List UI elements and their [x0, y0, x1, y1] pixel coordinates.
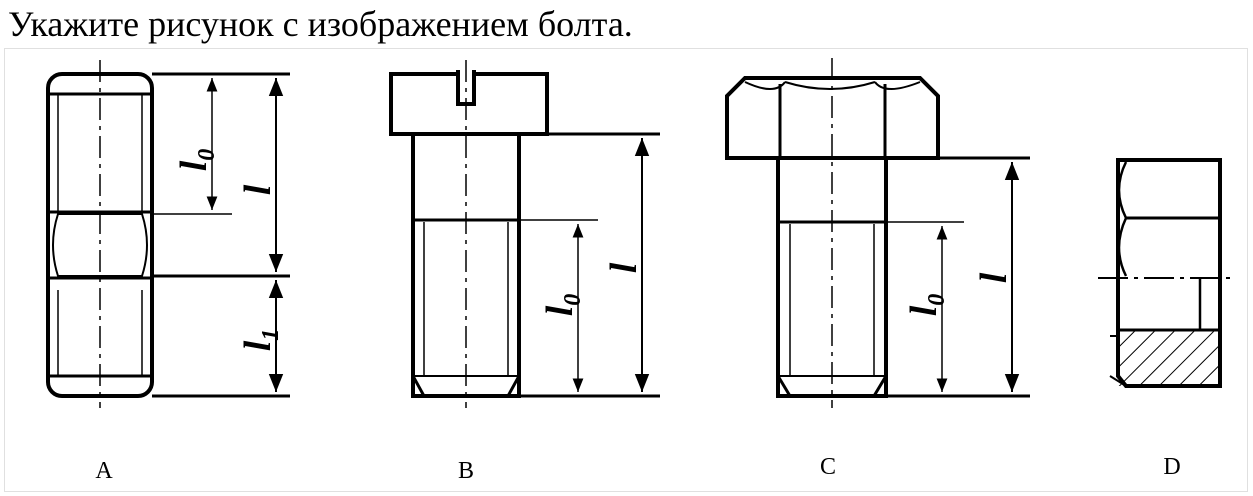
dim-l1-a: l1	[237, 329, 284, 352]
dim-l0-a: l0	[173, 149, 220, 172]
dim-l0-b: l0	[539, 294, 586, 317]
dim-l0-c: l0	[903, 294, 950, 317]
figure-d-nut[interactable]	[1098, 158, 1236, 388]
option-c-label[interactable]: C	[820, 454, 836, 480]
dim-l-a: l	[237, 184, 279, 195]
option-d-label[interactable]: D	[1163, 454, 1180, 480]
question-text: Укажите рисунок с изображением болта.	[8, 4, 633, 44]
figure-b-screw[interactable]: l0 l	[389, 60, 660, 408]
option-b-label[interactable]: B	[458, 458, 474, 484]
figure-a-stud[interactable]: l0 l l1	[46, 60, 290, 408]
dim-l-c: l	[973, 272, 1015, 283]
figure-c-bolt[interactable]: l0 l	[725, 58, 1030, 408]
option-a-label[interactable]: A	[95, 458, 113, 484]
figure-panel	[4, 48, 1248, 492]
dim-l-b: l	[603, 262, 645, 273]
